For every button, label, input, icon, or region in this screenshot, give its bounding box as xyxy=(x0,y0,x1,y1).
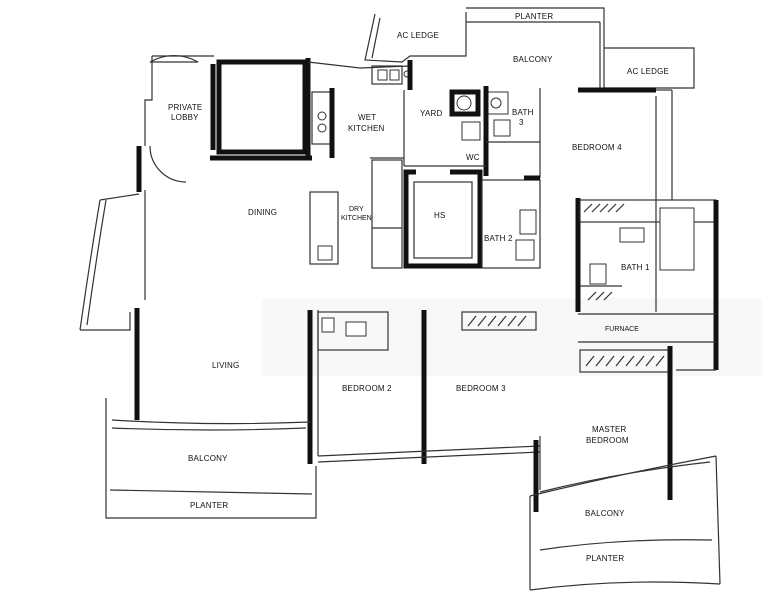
dry-kitchen xyxy=(309,159,403,269)
label-planter-living: PLANTER xyxy=(190,501,228,510)
label-bath1: BATH 1 xyxy=(621,263,650,272)
bedroom4-walls xyxy=(578,87,673,200)
label-wet-kitchen-1: WET xyxy=(358,113,376,122)
private-lobby xyxy=(144,55,216,183)
label-private-lobby-2: LOBBY xyxy=(171,113,199,122)
label-planter-top: PLANTER xyxy=(515,12,553,21)
bath1 xyxy=(575,198,719,370)
label-wc: WC xyxy=(466,153,480,162)
room-labels: AC LEDGE PLANTER BALCONY AC LEDGE PRIVAT… xyxy=(168,12,669,563)
lift-core xyxy=(210,58,312,161)
label-bedroom2: BEDROOM 2 xyxy=(342,384,392,393)
label-bedroom4: BEDROOM 4 xyxy=(572,143,622,152)
label-balcony-top: BALCONY xyxy=(513,55,553,64)
label-master-2: BEDROOM xyxy=(586,436,629,445)
walkin-wardrobe xyxy=(578,313,716,500)
household-shelter xyxy=(403,169,483,269)
label-balcony-living: BALCONY xyxy=(188,454,228,463)
master-balcony xyxy=(529,455,721,591)
label-ac-ledge-top: AC LEDGE xyxy=(397,31,439,40)
bath2 xyxy=(481,175,541,269)
label-dining: DINING xyxy=(248,208,277,217)
label-bath2: BATH 2 xyxy=(484,234,513,243)
label-balcony-master: BALCONY xyxy=(585,509,625,518)
label-dry-kitchen-2: KITCHEN xyxy=(341,215,372,222)
label-bath3-2: 3 xyxy=(519,118,524,127)
label-bath3-1: BATH xyxy=(512,108,534,117)
label-dry-kitchen-1: DRY xyxy=(349,206,364,213)
label-yard: YARD xyxy=(420,109,442,118)
label-planter-master: PLANTER xyxy=(586,554,624,563)
label-wet-kitchen-2: KITCHEN xyxy=(348,124,385,133)
label-furnace: FURNACE xyxy=(605,326,639,333)
label-private-lobby-1: PRIVATE xyxy=(168,103,202,112)
top-ledges xyxy=(364,7,695,90)
outer-walls xyxy=(79,61,411,420)
label-ac-ledge-right: AC LEDGE xyxy=(627,67,669,76)
label-master-1: MASTER xyxy=(592,425,627,434)
bedrooms-2-3 xyxy=(307,310,541,464)
yard-bath3 xyxy=(403,86,541,178)
wet-kitchen xyxy=(311,60,413,159)
label-bedroom3: BEDROOM 3 xyxy=(456,384,506,393)
label-hs: HS xyxy=(434,211,446,220)
watermark-band xyxy=(262,298,762,376)
master-bedroom xyxy=(533,436,541,512)
living-balcony xyxy=(105,398,317,519)
label-living: LIVING xyxy=(212,361,239,370)
